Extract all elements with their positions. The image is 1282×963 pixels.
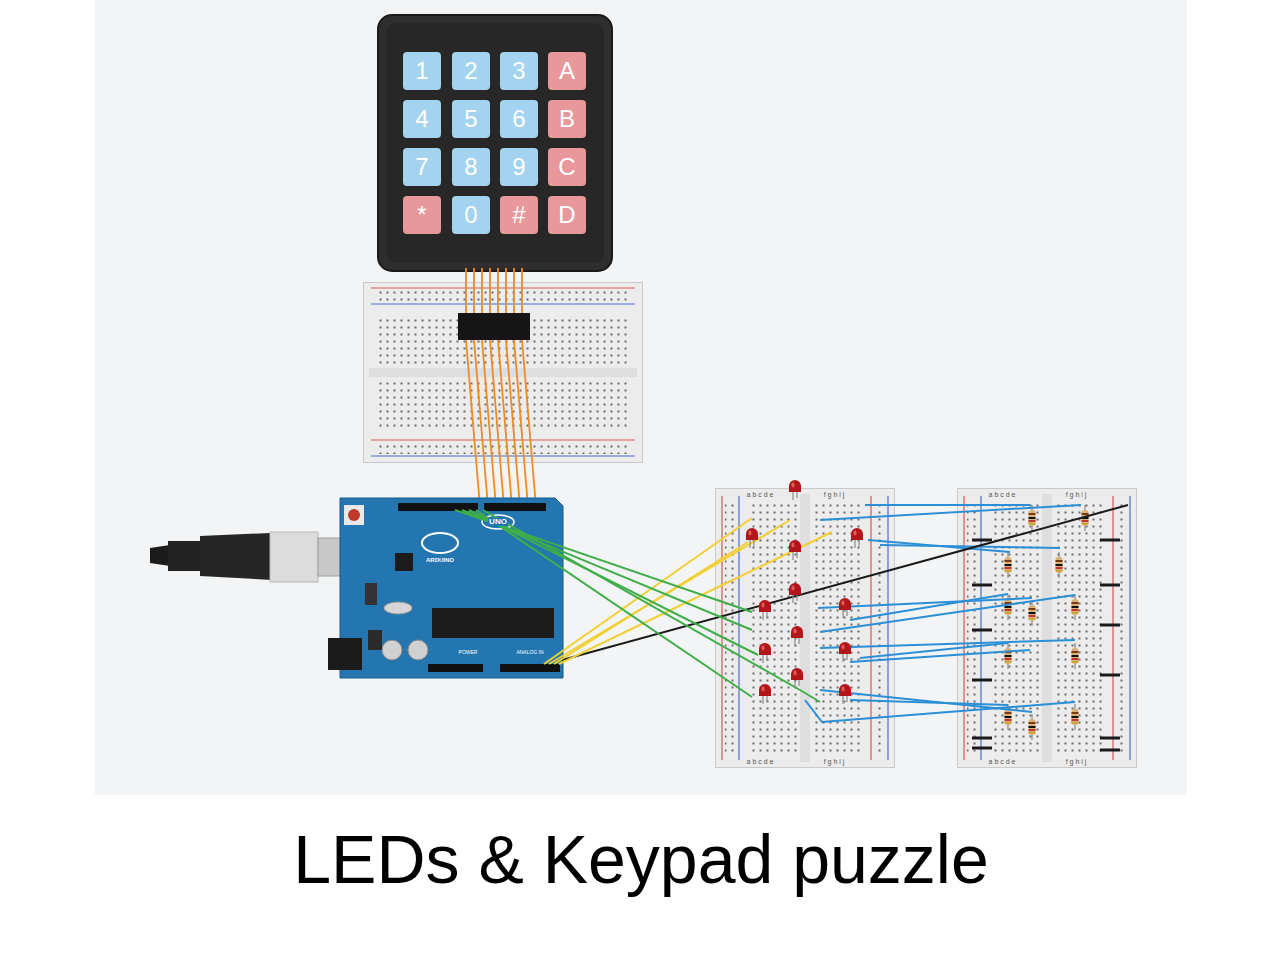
key-label: 4 <box>415 107 428 131</box>
keypad-key: B <box>548 100 586 138</box>
arduino-uno <box>328 498 563 678</box>
key-label: 7 <box>415 155 428 179</box>
usb-cable <box>150 532 348 582</box>
led-symbol <box>746 480 863 704</box>
key-label: 6 <box>512 107 525 131</box>
key-label: A <box>559 59 575 83</box>
breadboard-letters: f g h i j <box>1065 491 1088 498</box>
breadboard-letters: a b c d e <box>746 758 775 765</box>
breadboard <box>958 489 1137 768</box>
board-marking: UNO <box>488 518 508 526</box>
keypad-key: 0 <box>452 196 490 234</box>
key-label: # <box>512 203 525 227</box>
breadboard <box>716 489 895 768</box>
board-marking: ARDUINO <box>425 557 455 563</box>
keypad-key: 4 <box>403 100 441 138</box>
breadboard-letters: f g h i j <box>823 758 846 765</box>
breadboard <box>364 283 643 463</box>
keypad-key: 2 <box>452 52 490 90</box>
keypad-key: A <box>548 52 586 90</box>
keypad-key: 1 <box>403 52 441 90</box>
pin-header <box>458 313 530 340</box>
key-label: 2 <box>464 59 477 83</box>
breadboard-letters: a b c d e <box>988 491 1017 498</box>
keypad-key: 3 <box>500 52 538 90</box>
caption: LEDs & Keypad puzzle <box>0 822 1282 897</box>
keypad-key: 6 <box>500 100 538 138</box>
key-label: 8 <box>464 155 477 179</box>
blue-wires <box>805 505 1081 722</box>
keypad <box>378 15 612 271</box>
ribbon-wires <box>466 268 522 316</box>
keypad-key: D <box>548 196 586 234</box>
breadboard-letters: f g h i j <box>823 491 846 498</box>
key-label: D <box>558 203 575 227</box>
board-marking: ANALOG IN <box>515 650 544 655</box>
key-label: 1 <box>415 59 428 83</box>
breadboard-letters: a b c d e <box>746 491 775 498</box>
black-wire <box>562 505 1128 660</box>
keypad-key: 5 <box>452 100 490 138</box>
key-label: 9 <box>512 155 525 179</box>
keypad-key: # <box>500 196 538 234</box>
keypad-key: C <box>548 148 586 186</box>
key-label: C <box>558 155 575 179</box>
keypad-key: 9 <box>500 148 538 186</box>
breadboard-letters: a b c d e <box>988 758 1017 765</box>
keypad-key: 7 <box>403 148 441 186</box>
key-label: 5 <box>464 107 477 131</box>
orange-wires <box>466 340 536 507</box>
canvas-ground <box>95 0 1187 795</box>
key-label: * <box>417 203 426 227</box>
board-marking: POWER <box>458 650 479 655</box>
key-label: B <box>559 107 575 131</box>
keypad-key: * <box>403 196 441 234</box>
key-label: 0 <box>464 203 477 227</box>
breadboard-letters: f g h i j <box>1065 758 1088 765</box>
keypad-key: 8 <box>452 148 490 186</box>
key-label: 3 <box>512 59 525 83</box>
green-wires <box>455 510 820 702</box>
